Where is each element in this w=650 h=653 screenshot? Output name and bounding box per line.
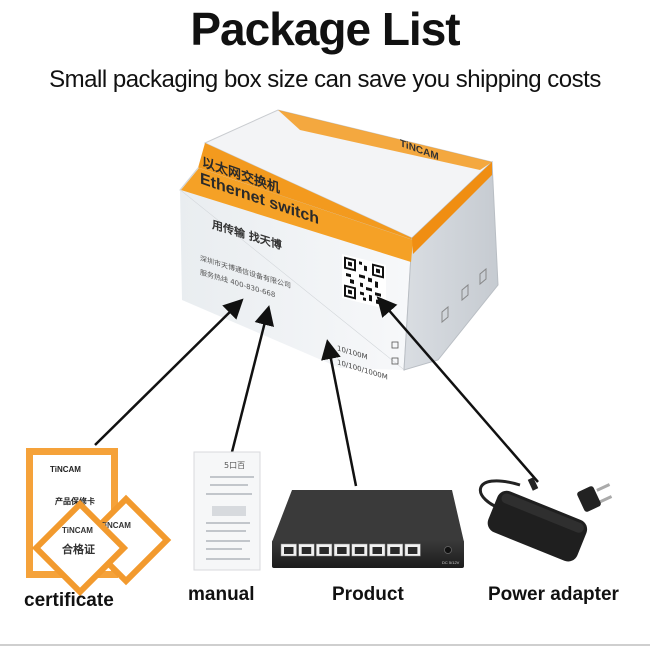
label-manual: manual [188,584,255,605]
manual-item: 5口百 [193,451,261,571]
manual-header: 5口百 [224,461,245,470]
ethernet-switch: DC 5/12V [272,490,464,568]
box-checkbox-1 [391,341,399,349]
card-brand: TiNCAM [50,465,81,474]
line-manual [230,305,275,453]
bottom-divider [0,644,650,646]
power-label: DC 5/12V [442,560,460,565]
page-title: Package List [190,3,460,55]
switch-port-socket [319,547,329,554]
switch-port-socket [372,547,382,554]
label-certificate: certificate [24,590,114,611]
qr-code [342,254,386,309]
label-product: Product [332,584,404,605]
label-power-adapter: Power adapter [488,584,619,605]
badge-brand: TiNCAM [62,526,93,535]
switch-port-socket [407,547,418,554]
switch-ports [280,543,421,557]
pointer-lines [94,296,539,487]
card-title: 产品保修卡 [55,496,95,506]
badge-text: 合格证 [62,542,95,556]
page-subtitle: Small packaging box size can save you sh… [49,66,601,93]
switch-port-socket [390,547,400,554]
switch-port-socket [337,547,347,554]
switch-port-socket [284,547,294,554]
power-jack [444,546,452,554]
box-checkbox-2 [391,357,399,365]
switch-port-socket [354,547,365,554]
badge-back-brand: TiNCAM [100,521,131,530]
switch-port-socket [301,547,312,554]
shipping-box: 以太网交换机 Ethernet switch TiNCAM 用传输 找天博 深圳… [179,109,499,382]
line-product [321,339,358,487]
power-adapter-item [478,477,613,562]
line-power-adapter [376,296,539,483]
line-certificate [94,298,244,446]
certificate-item: TiNCAM 产品保修卡 TiNCAM TiNCAM 合格证 [26,448,172,597]
